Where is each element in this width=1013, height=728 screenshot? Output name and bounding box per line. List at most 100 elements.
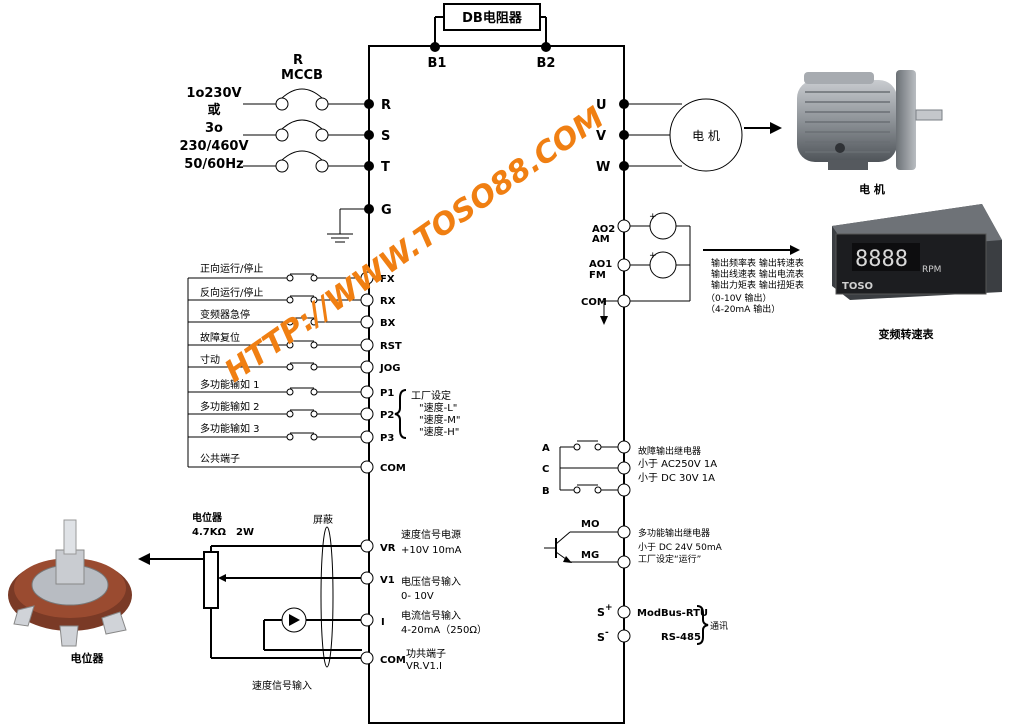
inverter-box (368, 45, 625, 724)
speed-input-label: 速度信号输入 (252, 679, 312, 692)
breaker-r-label: R (293, 53, 303, 68)
terminal-u: U (596, 98, 607, 113)
rpm-meter-image: 8888 RPM TOSO (832, 204, 1002, 300)
svg-text:"速度-L": "速度-L" (419, 401, 457, 414)
watermark: HTTP://WWW.TOSO88.COM (219, 100, 611, 389)
svg-text:多功能输如 2: 多功能输如 2 (200, 400, 260, 413)
svg-text:小于 DC 30V 1A: 小于 DC 30V 1A (638, 472, 715, 484)
meter-caption: 变频转速表 (879, 327, 935, 341)
motor-symbol-label: 电 机 (692, 129, 720, 143)
svg-text:功共端子: 功共端子 (406, 647, 446, 660)
analog-input-terminals: VR V1 I COM (380, 543, 406, 666)
terminal-t: T (381, 160, 390, 175)
svg-text:0- 10V: 0- 10V (401, 591, 434, 602)
fault-relay-wiring (559, 440, 631, 497)
ao2-label: AO2 (592, 224, 615, 235)
svg-text:小于 AC250V 1A: 小于 AC250V 1A (638, 458, 717, 470)
shield-label: 屏蔽 (313, 514, 333, 526)
ao-com-label: COM (581, 297, 607, 308)
terminal-g: G (381, 203, 392, 218)
svg-text:电流信号输入: 电流信号输入 (401, 609, 461, 622)
svg-text:+: + (605, 603, 613, 613)
motor-wiring (619, 98, 743, 172)
fm-label: FM (589, 270, 606, 281)
svg-text:寸动: 寸动 (200, 353, 220, 366)
svg-text:多功能输出继电器: 多功能输出继电器 (638, 527, 710, 539)
svg-text:BX: BX (380, 318, 396, 329)
analog-output-wiring: + + (600, 212, 691, 325)
svg-text:S: S (597, 631, 605, 644)
svg-text:小于 DC 24V 50mA: 小于 DC 24V 50mA (638, 542, 723, 553)
modbus-label: ModBus-RTU (637, 608, 708, 619)
svg-text:RST: RST (380, 341, 402, 352)
analog-input-descriptions: 速度信号电源 +10V 10mA 电压信号输入 0- 10V 电流信号输入 4-… (401, 528, 487, 672)
svg-text:8888: 8888 (855, 247, 908, 272)
svg-text:故障输出继电器: 故障输出继电器 (638, 445, 701, 457)
svg-text:多功能输如 3: 多功能输如 3 (200, 422, 260, 435)
pot-label: 电位器 (192, 511, 223, 524)
svg-text:速度信号电源: 速度信号电源 (401, 528, 461, 541)
ao1-label: AO1 (589, 259, 612, 270)
svg-text:公共端子: 公共端子 (200, 452, 240, 465)
svg-text:工厂设定“运行”: 工厂设定“运行” (638, 553, 701, 565)
input-terminals: FX RX BX RST JOG P1 P2 P3 COM (379, 274, 406, 474)
terminal-v: V (596, 129, 606, 144)
svg-text:+: + (649, 251, 657, 261)
svg-text:P3: P3 (380, 433, 394, 444)
mo-label: MO (581, 519, 599, 530)
am-label: AM (592, 234, 610, 245)
svg-text:或: 或 (207, 102, 220, 118)
motor-caption: 电 机 (859, 182, 885, 196)
svg-text:1o230V: 1o230V (186, 86, 241, 101)
svg-text:正向运行/停止: 正向运行/停止 (200, 262, 263, 275)
pot-spec-watt: 2W (236, 527, 254, 538)
svg-text:RX: RX (380, 296, 396, 307)
svg-text:FX: FX (380, 274, 395, 285)
input-labels: 正向运行/停止 反向运行/停止 变频器急停 故障复位 寸动 多功能输如 1 多功… (200, 262, 263, 465)
svg-text:"速度-H": "速度-H" (419, 425, 459, 438)
factory-setting-text: 工厂设定 "速度-L" "速度-M" "速度-H" (411, 389, 460, 438)
pot-caption: 电位器 (71, 651, 105, 665)
svg-text:P1: P1 (380, 388, 394, 399)
rs485-label: RS-485 (661, 632, 701, 643)
svg-text:工厂设定: 工厂设定 (411, 389, 451, 402)
svg-text:故障复位: 故障复位 (200, 331, 240, 344)
svg-text:4-20mA（250Ω）: 4-20mA（250Ω） (401, 624, 487, 636)
svg-text:S: S (597, 606, 605, 619)
svg-text:VR: VR (380, 543, 396, 554)
svg-text:多功能输如 1: 多功能输如 1 (200, 378, 260, 391)
svg-text:P2: P2 (380, 410, 394, 421)
svg-text:230/460V: 230/460V (179, 139, 248, 154)
meter-description: 输出频率表 输出转速表 输出线速表 输出电流表 输出力矩表 输出扭矩表 （0-1… (706, 257, 804, 315)
svg-text:+: + (649, 212, 657, 222)
mg-label: MG (581, 550, 599, 561)
svg-text:-: - (605, 628, 609, 638)
b2-terminal: B2 (537, 56, 556, 71)
multi-output-spec: 多功能输出继电器 小于 DC 24V 50mA 工厂设定“运行” (638, 527, 723, 565)
svg-text:（0-10V 输出）: （0-10V 输出） (706, 292, 771, 304)
motor-image (797, 70, 943, 170)
svg-text:COM: COM (380, 463, 406, 474)
svg-text:TOSO: TOSO (842, 281, 873, 292)
mccb-label: MCCB (281, 68, 323, 83)
pot-spec-value: 4.7KΩ (192, 527, 226, 538)
terminal-w: W (596, 160, 610, 175)
svg-text:变频器急停: 变频器急停 (200, 308, 250, 321)
input-switch-wiring (187, 271, 374, 474)
svg-text:50/60Hz: 50/60Hz (184, 157, 243, 172)
svg-text:输出线速表 输出电流表: 输出线速表 输出电流表 (711, 268, 804, 280)
svg-text:输出力矩表 输出扭矩表: 输出力矩表 输出扭矩表 (711, 279, 804, 291)
svg-text:（4-20mA 输出）: （4-20mA 输出） (706, 303, 780, 315)
svg-text:反向运行/停止: 反向运行/停止 (200, 286, 263, 299)
svg-text:V1: V1 (380, 575, 395, 586)
relay-c: C (542, 464, 549, 475)
svg-text:+10V 10mA: +10V 10mA (401, 545, 462, 556)
analog-input-wiring (138, 526, 374, 668)
breaker-lines (243, 88, 374, 243)
terminal-r: R (381, 98, 391, 113)
terminal-s: S (381, 129, 390, 144)
svg-text:"速度-M": "速度-M" (419, 413, 460, 426)
db-resistor-label: DB电阻器 (462, 10, 523, 26)
svg-text:输出频率表 输出转速表: 输出频率表 输出转速表 (711, 257, 804, 269)
